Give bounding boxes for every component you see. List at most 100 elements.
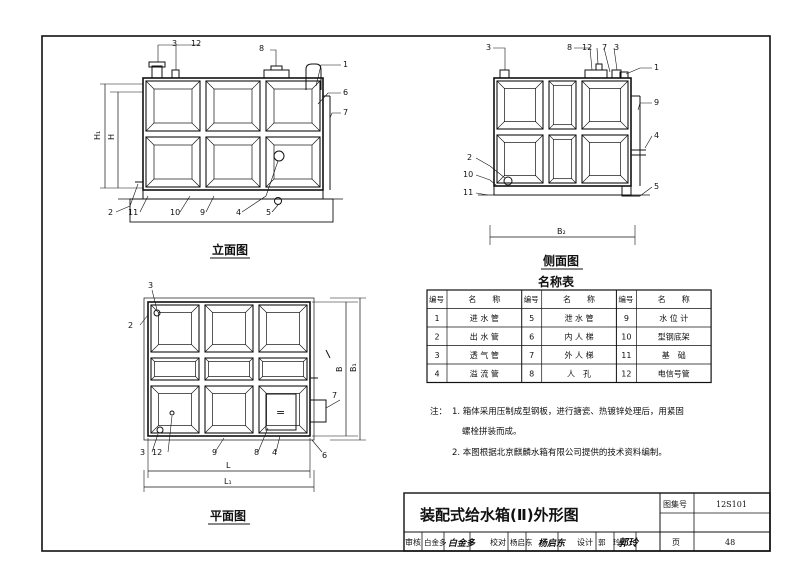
legend-title: 名称表 <box>538 274 575 289</box>
note-line-1: 1. 箱体采用压制成型钢板，进行搪瓷、热镀锌处理后，用紧固 <box>452 406 684 417</box>
reviewer-name: 白金多 <box>424 537 447 547</box>
dim-L1: L₁ <box>224 477 232 486</box>
notes: 注： 1. 箱体采用压制成型钢板，进行搪瓷、热镀锌处理后，用紧固 螺栓拼装而成。… <box>430 406 684 458</box>
legend-item-no: 5 <box>529 314 534 323</box>
steel-panel <box>205 136 261 188</box>
steel-panel <box>581 80 629 130</box>
legend-item-no: 6 <box>529 333 534 342</box>
steel-panel <box>145 136 201 188</box>
legend-item-no: 1 <box>434 314 439 323</box>
callout-8: 8 <box>254 448 259 457</box>
steel-panel <box>150 304 200 353</box>
callout-9: 9 <box>654 98 659 107</box>
legend-item-no: 12 <box>621 370 631 379</box>
legend-item-no: 4 <box>434 370 439 379</box>
callout-10: 10 <box>170 208 180 217</box>
steel-panel <box>258 304 308 353</box>
steel-panel <box>265 136 321 188</box>
callout-2: 2 <box>108 208 113 217</box>
plan-view <box>139 289 366 492</box>
callout-1: 1 <box>654 63 659 72</box>
legend-header-no: 编号 <box>429 294 444 304</box>
atlas-label: 图集号 <box>663 499 687 509</box>
front-elevation <box>100 44 343 223</box>
steel-panel <box>265 80 321 132</box>
callout-8: 8 <box>259 44 264 53</box>
callout-9: 9 <box>200 208 205 217</box>
plan-base-outline <box>143 297 315 441</box>
sheet-border <box>41 35 771 552</box>
plan-callouts: 3 2 7 3 12 9 8 4 6 B B₁ L L₁ = <box>128 281 358 486</box>
notes-prefix: 注： <box>430 406 447 417</box>
designer-name: 郭 玲 <box>598 537 621 547</box>
front-panel-grid <box>145 80 321 188</box>
legend-header-no: 编号 <box>618 294 633 304</box>
steel-panel <box>150 385 200 434</box>
checker-name: 杨启东 <box>510 537 533 547</box>
steel-panel <box>548 134 577 184</box>
callout-6: 6 <box>322 451 327 460</box>
legend-item-no: 2 <box>434 333 439 342</box>
steel-panel <box>581 134 629 184</box>
legend-item-name: 人 孔 <box>567 370 591 379</box>
callout-9: 9 <box>212 448 217 457</box>
callout-7: 7 <box>602 43 607 52</box>
legend-header-name: 名 称 <box>658 294 690 304</box>
legend-item-name: 透 气 管 <box>470 350 499 360</box>
steel-panel <box>150 357 200 381</box>
callout-4: 4 <box>654 131 659 140</box>
callout-3: 3 <box>614 43 619 52</box>
legend-item-name: 溢 流 管 <box>470 369 499 379</box>
callout-11: 11 <box>463 188 473 197</box>
legend-header-no: 编号 <box>524 294 539 304</box>
steel-panel <box>258 385 308 434</box>
note-line-3: 2. 本图根据北京麒麟水箱有限公司提供的技术资料编制。 <box>452 447 667 458</box>
front-callouts: 3 12 8 1 6 7 2 11 10 9 4 5 H₁ H <box>93 39 348 217</box>
dim-B2: B₂ <box>557 227 566 236</box>
dim-H1: H₁ <box>93 131 102 140</box>
callout-3: 3 <box>148 281 153 290</box>
callout-4: 4 <box>236 208 241 217</box>
legend-header-name: 名 称 <box>563 294 595 304</box>
legend-header-name: 名 称 <box>468 294 500 304</box>
legend-item-name: 出 水 管 <box>470 332 499 342</box>
side-panel-grid <box>496 80 629 184</box>
designer-signature: 郭玲 <box>618 537 640 549</box>
dim-H: H <box>107 134 116 140</box>
callout-10: 10 <box>463 170 473 179</box>
legend-item-no: 3 <box>434 351 439 360</box>
dim-B: B <box>335 367 344 373</box>
manhole-symbol: = <box>276 406 285 419</box>
legend-item-no: 9 <box>624 314 629 323</box>
callout-7: 7 <box>343 108 348 117</box>
legend-item-name: 进 水 管 <box>470 313 499 323</box>
checker-signature: 杨启东 <box>538 538 567 549</box>
side-callouts: 3 8 12 7 3 1 9 4 2 10 11 5 B₂ <box>463 43 659 236</box>
reviewer-signature: 白金多 <box>448 538 476 549</box>
callout-2: 2 <box>467 153 472 162</box>
callout-7: 7 <box>332 391 337 400</box>
legend-item-no: 11 <box>621 351 631 360</box>
legend-item-name: 型钢底架 <box>658 332 690 342</box>
steel-panel <box>548 80 577 130</box>
steel-panel <box>145 80 201 132</box>
note-line-2: 螺栓拼装而成。 <box>462 426 522 437</box>
callout-6: 6 <box>343 88 348 97</box>
legend-item-name: 内 人 梯 <box>565 332 594 342</box>
front-view-title: 立面图 <box>212 242 248 257</box>
legend-item-no: 8 <box>529 370 534 379</box>
callout-8: 8 <box>567 43 572 52</box>
drawing-title: 装配式给水箱(Ⅱ)外形图 <box>419 506 579 524</box>
callout-3: 3 <box>140 448 145 457</box>
legend-item-name: 外 人 梯 <box>565 350 594 360</box>
steel-panel <box>204 304 254 353</box>
atlas-number: 12S101 <box>716 500 747 509</box>
callout-5: 5 <box>266 208 271 217</box>
side-base-frame <box>493 185 632 196</box>
side-view-title: 侧面图 <box>543 253 579 268</box>
front-foundation <box>129 198 334 223</box>
dim-B1: B₁ <box>349 363 358 372</box>
dim-L: L <box>226 461 231 470</box>
